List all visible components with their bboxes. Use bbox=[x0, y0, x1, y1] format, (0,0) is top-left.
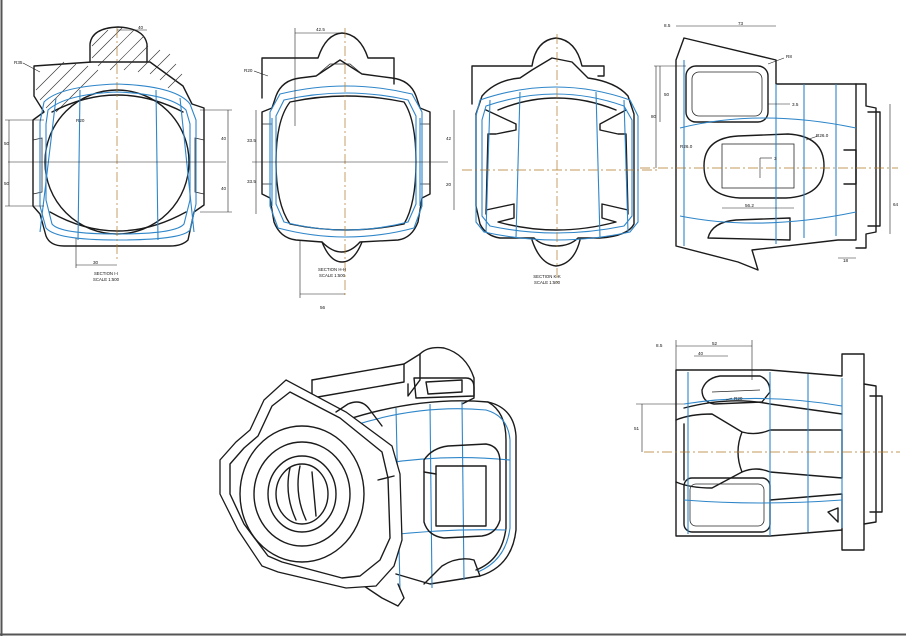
dim-lower-radius: R20 bbox=[734, 396, 743, 401]
dim-lower-c: 40 bbox=[698, 351, 704, 356]
dim-side-radius-right: R26.0 bbox=[816, 133, 829, 138]
dim-side-a: 8.5 bbox=[664, 23, 671, 28]
section-ii-title: SECTION I-I bbox=[94, 271, 118, 276]
section-h-h-view: 42.5 R20 33.5 33.5 42 20 56 SECTION H-H … bbox=[244, 27, 455, 310]
section-kk-scale: SCALE 1:500 bbox=[534, 280, 561, 285]
dim-lower-b: 52 bbox=[712, 341, 718, 346]
dim-ii-radius-top: R35 bbox=[14, 60, 23, 65]
section-i-i-view: 40 R35 R20 50 50 40 40 30 SECTION I-I SC… bbox=[4, 25, 232, 282]
dim-lower-height: 51 bbox=[634, 426, 640, 431]
dim-hh-right-upper: 42 bbox=[446, 136, 452, 141]
lower-side-view: 8.5 52 40 R20 51 bbox=[634, 340, 900, 551]
section-k-k-view: SECTION K-K SCALE 1:500 bbox=[462, 34, 658, 286]
dim-side-bottom-right: 18 bbox=[843, 258, 849, 263]
dim-lower-a: 8.5 bbox=[656, 343, 663, 348]
dim-side-v2: 80 bbox=[651, 114, 657, 119]
dim-hh-right-lower: 20 bbox=[446, 182, 452, 187]
dim-hh-bottom: 56 bbox=[320, 305, 326, 310]
section-hh-scale: SCALE 1:500 bbox=[319, 273, 346, 278]
side-view: 8.5 73 R8 3.5 50 80 R26.0 R26.0 3 56.2 1… bbox=[640, 21, 899, 271]
dim-hh-left-lower: 33.5 bbox=[247, 179, 256, 184]
dim-hh-radius-top: R20 bbox=[244, 68, 253, 73]
section-kk-title: SECTION K-K bbox=[533, 274, 561, 279]
dim-side-right-height: 64 bbox=[893, 202, 899, 207]
dim-side-v1: 50 bbox=[664, 92, 670, 97]
dim-side-b: 73 bbox=[738, 21, 744, 26]
dim-side-width: 56.2 bbox=[745, 203, 754, 208]
dim-ii-top-width: 40 bbox=[138, 25, 144, 30]
dim-ii-right-upper: 40 bbox=[221, 136, 227, 141]
dim-ii-radius-inner: R20 bbox=[76, 118, 85, 123]
dim-hh-left-upper: 33.5 bbox=[247, 138, 256, 143]
isometric-view bbox=[219, 346, 517, 607]
dim-side-c: 3.5 bbox=[792, 102, 799, 107]
section-hh-title: SECTION H-H bbox=[318, 267, 346, 272]
dim-side-radius-left: R26.0 bbox=[680, 144, 693, 149]
dim-ii-left-upper: 50 bbox=[4, 141, 10, 146]
section-ii-scale: SCALE 1:500 bbox=[93, 277, 120, 282]
dim-side-fillet: R8 bbox=[786, 54, 792, 59]
dim-ii-left-lower: 50 bbox=[4, 181, 10, 186]
dim-ii-right-lower: 40 bbox=[221, 186, 227, 191]
dim-side-d: 3 bbox=[774, 156, 777, 161]
dim-ii-bottom: 30 bbox=[93, 260, 99, 265]
dim-hh-top-width: 42.5 bbox=[316, 27, 325, 32]
